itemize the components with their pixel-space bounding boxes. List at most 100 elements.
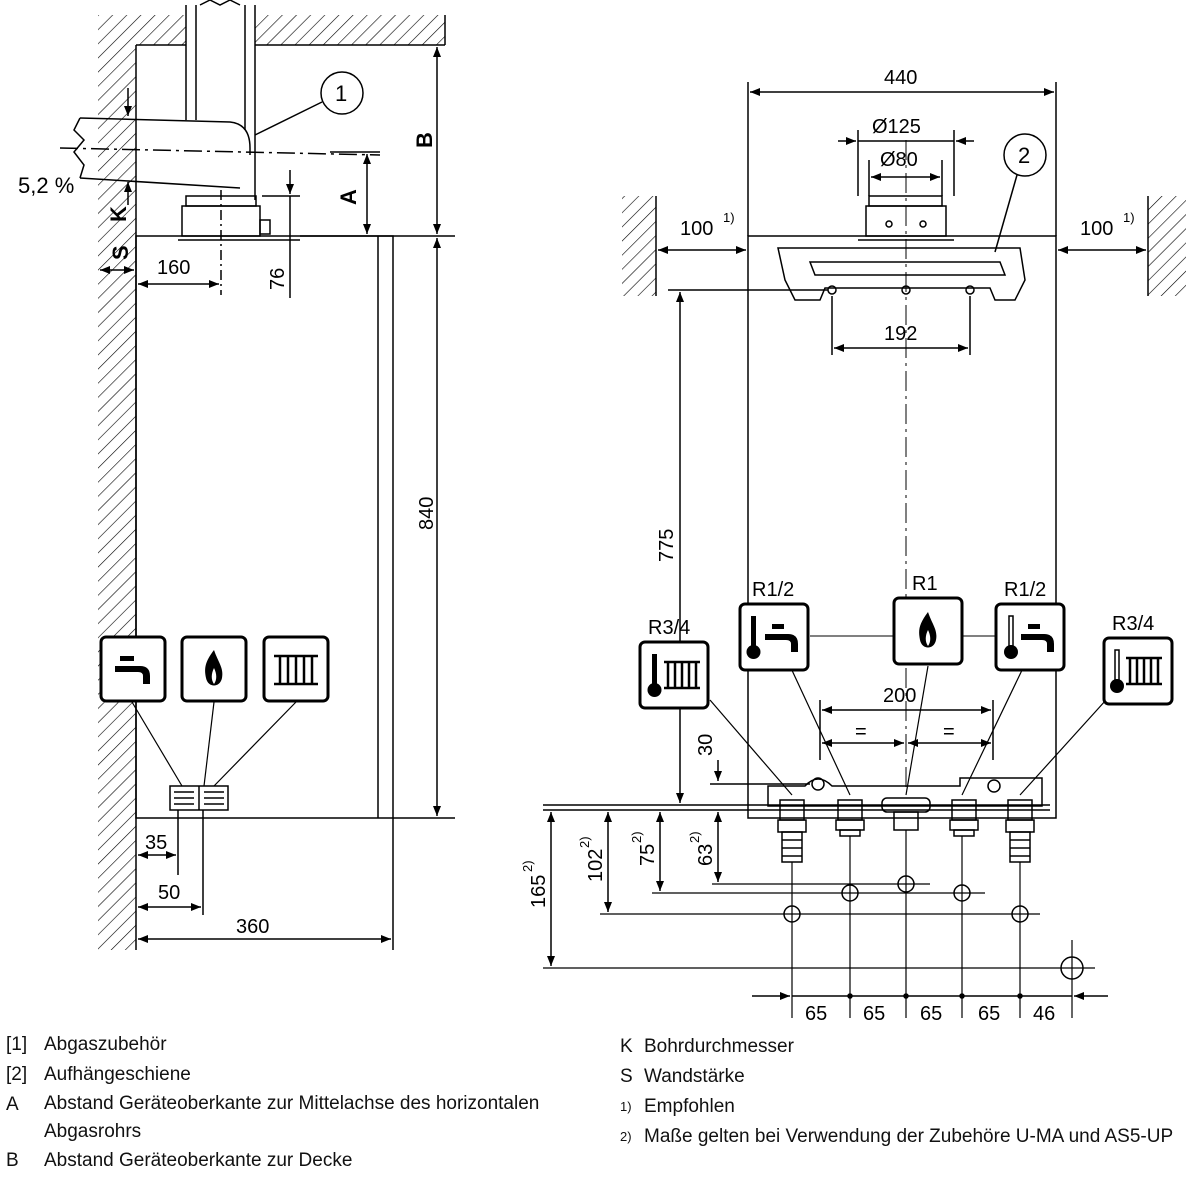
dim-a bbox=[300, 151, 400, 237]
dim-65-label-3: 65 bbox=[920, 1003, 942, 1025]
label-a: A bbox=[336, 189, 361, 205]
dim-840-label: 840 bbox=[416, 497, 438, 530]
legend-key: B bbox=[6, 1150, 19, 1171]
legend-item: [2] Aufhängeschiene bbox=[6, 1060, 606, 1090]
legend-text: Bohrdurchmesser bbox=[644, 1036, 794, 1057]
legend-text: Aufhängeschiene bbox=[44, 1064, 191, 1085]
thermometer-icon bbox=[647, 654, 662, 697]
dim-165-label: 165 bbox=[528, 875, 550, 908]
dim-102-sup: 2) bbox=[577, 836, 592, 848]
legend-item: 2) Maße gelten bei Verwendung der Zubehö… bbox=[620, 1122, 1200, 1152]
reference-circles bbox=[783, 875, 1084, 980]
dim-775 bbox=[668, 289, 828, 803]
dim-eq-left: = bbox=[855, 721, 867, 743]
legend-left: [1] Abgaszubehör [2] Aufhängeschiene A A… bbox=[6, 1030, 606, 1176]
conn-label-hot-water: R1/2 bbox=[752, 579, 794, 601]
dim-360-label: 360 bbox=[236, 916, 269, 938]
callout-1-label: 1 bbox=[335, 81, 347, 106]
side-icon-faucet bbox=[99, 635, 167, 703]
dim-65-label-2: 65 bbox=[863, 1003, 885, 1025]
dim-160-label: 160 bbox=[157, 257, 190, 279]
legend-key: 1) bbox=[620, 1099, 632, 1114]
dim-80-label: Ø80 bbox=[880, 149, 918, 171]
wall-hatch bbox=[98, 15, 446, 950]
legend-text: Wandstärke bbox=[644, 1066, 745, 1087]
dim-65-label-4: 65 bbox=[978, 1003, 1000, 1025]
clearance-left-sup: 1) bbox=[723, 210, 735, 225]
conn-label-cold-water: R1/2 bbox=[1004, 579, 1046, 601]
mounting-rail bbox=[777, 247, 1026, 301]
thermometer-icon bbox=[1110, 649, 1124, 693]
legend-key: S bbox=[620, 1066, 633, 1087]
installation-drawing: 5,2 % K S A B 160 76 840 35 50 360 1 bbox=[18, 0, 1186, 1025]
label-b: B bbox=[412, 132, 437, 148]
flame-icon bbox=[205, 650, 223, 686]
legend-text: Maße gelten bei Verwendung der Zubehöre … bbox=[644, 1126, 1174, 1147]
icon-leaders bbox=[709, 635, 1107, 796]
radiator-icon bbox=[664, 660, 700, 690]
dim-125-label: Ø125 bbox=[872, 116, 921, 138]
legend-item: A Abstand Geräteoberkante zur Mittelachs… bbox=[6, 1090, 606, 1146]
left-wall-hatch bbox=[622, 196, 656, 296]
dim-63-label: 63 bbox=[695, 844, 717, 866]
thermometer-icon bbox=[1004, 615, 1018, 659]
faucet-icon bbox=[765, 624, 798, 652]
dim-30-label: 30 bbox=[695, 734, 717, 756]
radiator-icon bbox=[1126, 656, 1162, 686]
legend-text: Empfohlen bbox=[644, 1096, 735, 1117]
clearance-right-sup: 1) bbox=[1123, 210, 1135, 225]
front-icon-heating-return bbox=[1102, 636, 1174, 706]
appliance-side bbox=[135, 235, 394, 819]
dim-125 bbox=[838, 130, 974, 196]
faucet-icon bbox=[1021, 624, 1054, 652]
side-icon-radiator bbox=[262, 635, 330, 703]
dim-80 bbox=[868, 160, 943, 196]
dim-200-label: 200 bbox=[883, 685, 916, 707]
legend-text: Abstand Geräteoberkante zur Decke bbox=[44, 1150, 353, 1171]
conn-label-heating-flow: R3/4 bbox=[648, 617, 690, 639]
dim-eq-right: = bbox=[943, 721, 955, 743]
dim-b bbox=[400, 47, 455, 237]
dim-65-label-1: 65 bbox=[805, 1003, 827, 1025]
legend-text: Abgaszubehör bbox=[44, 1034, 167, 1055]
flame-icon bbox=[919, 612, 937, 648]
radiator-icon bbox=[274, 654, 318, 686]
dim-63-sup: 2) bbox=[687, 831, 702, 843]
dim-775-label: 775 bbox=[656, 529, 678, 562]
dim-75-label: 75 bbox=[637, 844, 659, 866]
dim-76-label: 76 bbox=[267, 268, 289, 290]
dim-46-label: 46 bbox=[1033, 1003, 1055, 1025]
legend-item: K Bohrdurchmesser bbox=[620, 1032, 1200, 1062]
legend-item: B Abstand Geräteoberkante zur Decke bbox=[6, 1146, 606, 1176]
dim-30 bbox=[710, 760, 810, 785]
slope-label: 5,2 % bbox=[18, 173, 74, 198]
dim-165-sup: 2) bbox=[520, 860, 535, 872]
legend-key: [1] bbox=[6, 1034, 28, 1055]
label-k: K bbox=[106, 206, 131, 222]
fitting-3 bbox=[881, 797, 931, 831]
dim-76 bbox=[262, 170, 300, 298]
fitting-4 bbox=[949, 799, 979, 837]
front-flue-adapter bbox=[858, 195, 954, 241]
side-icon-flame bbox=[180, 635, 248, 703]
legend-key: [2] bbox=[6, 1064, 28, 1085]
side-view bbox=[59, 0, 455, 950]
front-icon-gas bbox=[892, 596, 964, 666]
dim-440 bbox=[747, 82, 1057, 236]
conn-label-gas: R1 bbox=[912, 573, 938, 595]
right-wall-hatch bbox=[1148, 196, 1186, 296]
callout-2-label: 2 bbox=[1018, 143, 1030, 168]
thermometer-icon bbox=[746, 616, 761, 659]
front-view bbox=[543, 82, 1186, 1018]
legend-item: 1) Empfohlen bbox=[620, 1092, 1200, 1122]
reference-lines bbox=[543, 883, 1095, 969]
legend-text: Abstand Geräteoberkante zur Mittelachse … bbox=[44, 1093, 540, 1142]
faucet-icon bbox=[115, 656, 150, 684]
side-connection-block bbox=[131, 701, 297, 915]
front-icon-cold-water bbox=[994, 602, 1066, 672]
callout-1 bbox=[254, 71, 364, 136]
dim-192 bbox=[831, 296, 971, 355]
dim-35-label: 35 bbox=[145, 832, 167, 854]
dim-75-sup: 2) bbox=[629, 831, 644, 843]
callout-2 bbox=[994, 133, 1047, 253]
